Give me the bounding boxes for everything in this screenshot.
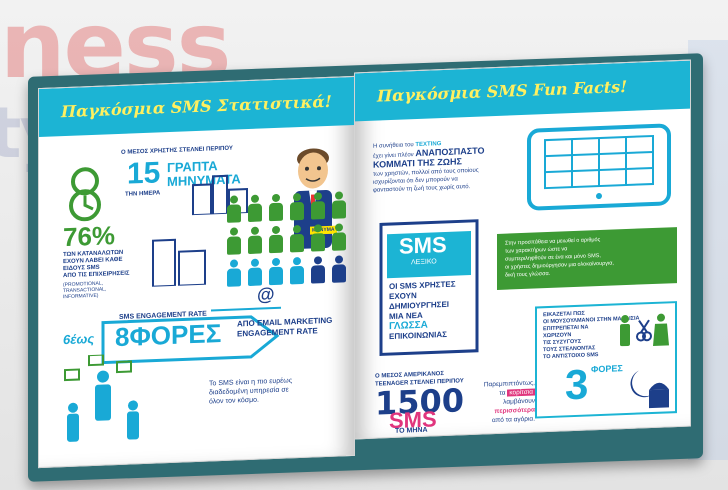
person-icon	[332, 255, 346, 284]
texting-line4: των χρηστών, πολλοί από τους οποίους	[373, 167, 479, 178]
girls-line2: τα	[499, 389, 506, 397]
girls-word: κορίτσια	[507, 388, 535, 397]
email-line2: ENGAGEMENT RATE	[237, 326, 318, 339]
person-icon	[290, 192, 304, 222]
person-icon	[248, 258, 262, 287]
person-icon	[269, 257, 283, 287]
at-sign: @	[257, 284, 275, 305]
person-icon	[227, 195, 241, 224]
avg-user-line: Ο ΜΕΣΟΣ ΧΡΗΣΤΗΣ ΣΤΕΛΝΕΙ ΠΕΡΙΠΟΥ	[121, 145, 233, 156]
person-icon	[227, 259, 241, 288]
people-chart	[227, 191, 355, 291]
phone-calendar-icon	[527, 123, 671, 211]
consumers-line4: ΑΠΟ ΤΙΣ ΕΠΙΧΕΙΡΗΣΕΙΣ	[63, 270, 130, 280]
texting-line6: φανταστούν τη ζωή τους χωρίς αυτό.	[373, 184, 471, 194]
city-icon	[152, 238, 206, 287]
person-icon	[311, 224, 325, 253]
consumers-percent: 76%	[63, 220, 116, 253]
person-icon	[290, 256, 304, 286]
couple-scissors-icon	[620, 313, 669, 347]
girls-line4: από τα αγόρια.	[491, 415, 535, 425]
person-icon	[290, 224, 304, 254]
texting-line3: ΚΟΜΜΑΤΙ ΤΗΣ ΖΩΗΣ	[373, 156, 462, 170]
sms-dictionary-icon	[379, 219, 479, 356]
person-icon	[332, 223, 346, 252]
teen-month: ΤΟ ΜΗΝΑ	[395, 426, 428, 435]
texting-line1: Η συνήθεια του	[373, 142, 414, 150]
person-icon	[269, 225, 283, 255]
left-page-banner: Παγκόσμια SMS Στατιστικά!	[39, 76, 354, 138]
users-block: ΟΙ SMS ΧΡΗΣΤΕΣ ΕΧΟΥΝ ΔΗΜΙΟΥΡΓΗΣΕΙ ΜΙΑ ΝΕ…	[389, 280, 456, 343]
widest-line2: διαδεδομένη υπηρεσία σε	[209, 386, 289, 397]
right-page-title: Παγκόσμια SMS Fun Facts!	[377, 76, 628, 106]
up-to-label: 6έως	[63, 330, 95, 348]
per-day: ΤΗΝ ΗΜΕΡΑ	[125, 190, 161, 198]
clock-eight-icon	[69, 167, 101, 222]
mosque-moon-icon	[630, 370, 669, 409]
girls-block: Παρεμπιπτόντως, τα κορίτσια λαμβάνουν πε…	[473, 379, 535, 426]
widest-line3: όλον τον κόσμο.	[209, 396, 259, 406]
right-page: Παγκόσμια SMS Fun Facts! Η συνήθεια του …	[354, 59, 691, 440]
person-icon	[332, 191, 346, 220]
messages-count: 15	[127, 156, 161, 191]
network-people-icon	[64, 353, 139, 442]
times-label: 8ΦΟΡΕΣ	[115, 318, 222, 353]
person-icon	[248, 226, 262, 255]
right-page-banner: Παγκόσμια SMS Fun Facts!	[355, 60, 690, 122]
texting-block: Η συνήθεια του TEXTING έχει γίνει πλέον …	[373, 138, 503, 195]
consumers-note: (PROMOTIONAL, TRANSACTIONAL, INFORMATIVE…	[63, 280, 107, 301]
person-icon	[248, 194, 262, 223]
lexiko-label: ΛΕΞΙΚΟ	[411, 258, 437, 267]
person-icon	[269, 193, 283, 223]
left-page: Παγκόσμια SMS Στατιστικά! Ο ΜΕΣΟΣ ΧΡΗΣΤΗ…	[38, 75, 355, 469]
left-page-title: Παγκόσμια SMS Στατιστικά!	[61, 91, 332, 122]
person-icon	[311, 256, 325, 285]
person-icon	[311, 192, 325, 221]
times-digit: 3	[565, 360, 589, 409]
sms-big-label: SMS	[399, 231, 447, 259]
person-icon	[227, 227, 241, 256]
open-book: Παγκόσμια SMS Στατιστικά! Ο ΜΕΣΟΣ ΧΡΗΣΤΗ…	[20, 20, 710, 482]
green-info-box: Στην προσπάθεια να μειωθεί ο αριθμός των…	[497, 227, 677, 290]
